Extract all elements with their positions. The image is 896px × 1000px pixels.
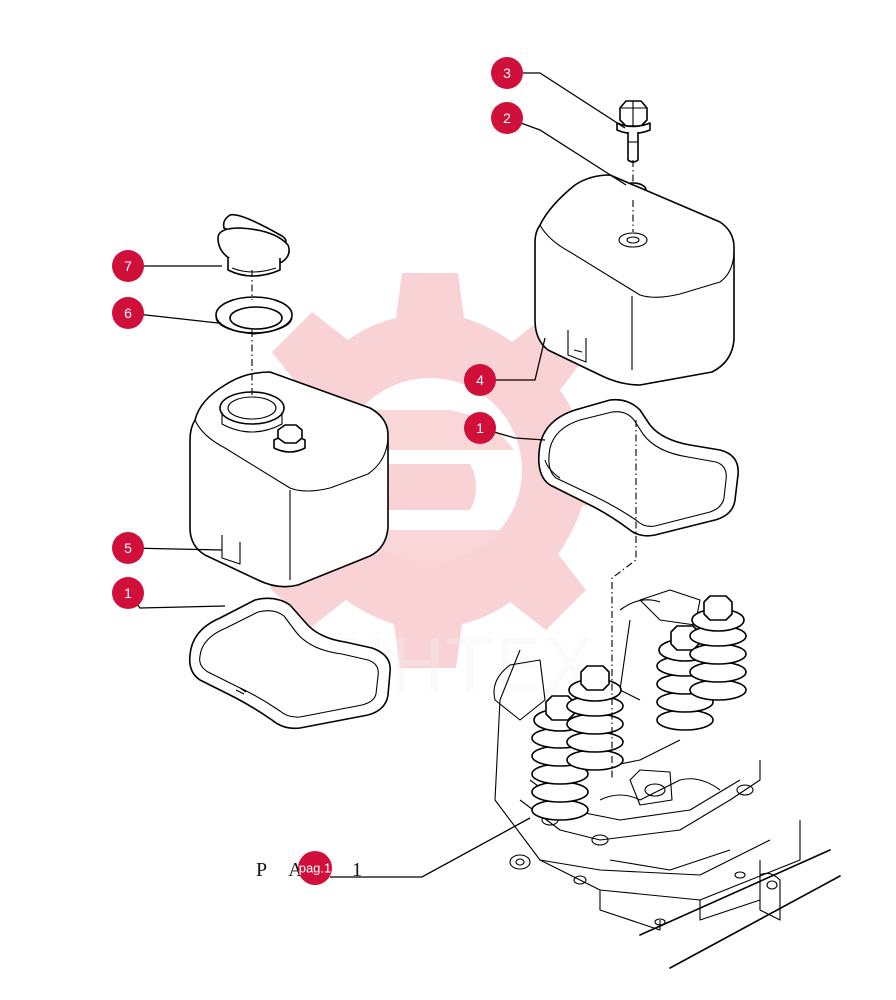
part-o-ring (215, 296, 293, 335)
callout-4-label: 4 (476, 372, 484, 388)
callout-4: 4 (464, 364, 496, 396)
callout-5: 5 (112, 532, 144, 564)
part-gasket-left (188, 597, 391, 730)
callout-6-label: 6 (124, 305, 132, 321)
reference-suffix: 1 (352, 859, 371, 881)
callout-1-upper: 1 (464, 412, 496, 444)
callout-7: 7 (112, 250, 144, 282)
callout-3: 3 (491, 57, 523, 89)
callout-2: 2 (491, 102, 523, 134)
callout-1-upper-label: 1 (476, 420, 484, 436)
part-bolt (616, 100, 651, 163)
callout-3-label: 3 (503, 65, 511, 81)
valve-springs (531, 595, 747, 821)
part-filler-cap (217, 213, 290, 277)
callout-2-label: 2 (503, 110, 511, 126)
part-left-valve-cover (189, 371, 389, 588)
assembly-center-lines (251, 160, 637, 780)
callout-6: 6 (112, 297, 144, 329)
part-gasket-right (537, 398, 739, 537)
callout-1-lower: 1 (112, 577, 144, 609)
callout-5-label: 5 (124, 540, 132, 556)
callout-1-lower-label: 1 (124, 585, 132, 601)
part-right-valve-cover (534, 174, 735, 386)
reference-label[interactable]: P A pag.1 1 (256, 851, 371, 885)
reference-text: P A (256, 859, 312, 881)
callout-7-label: 7 (124, 258, 132, 274)
page-link-label[interactable]: pag.1 (299, 861, 332, 876)
